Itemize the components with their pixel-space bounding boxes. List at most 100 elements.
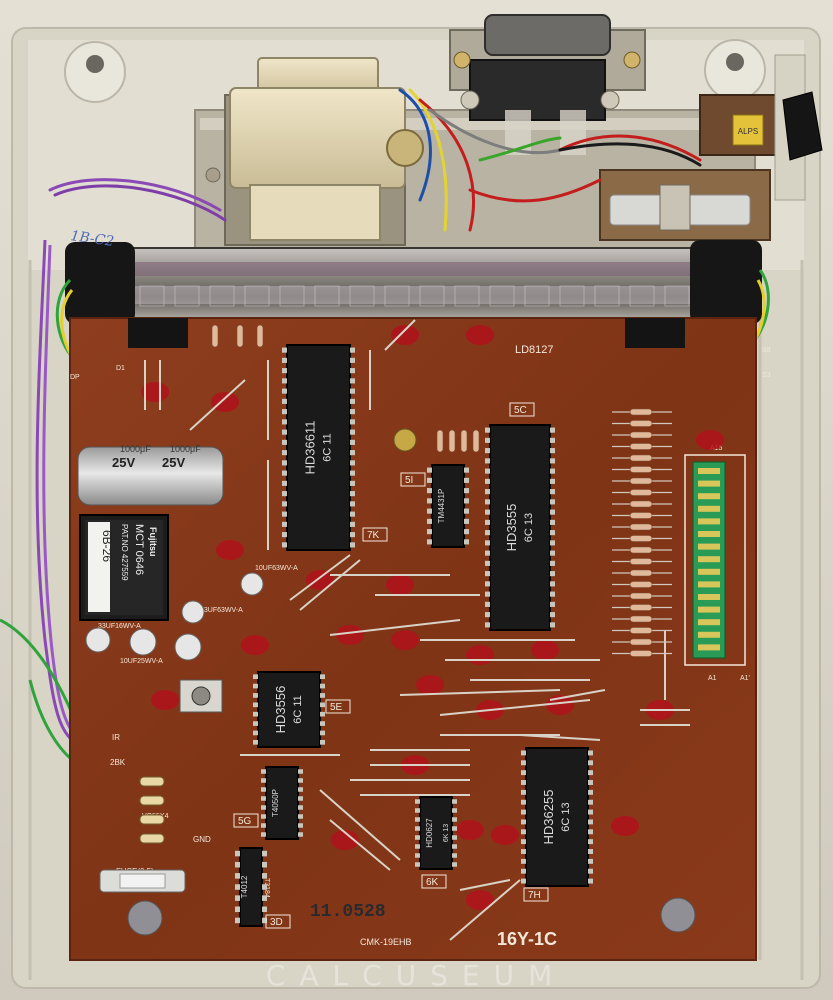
chip-pin bbox=[452, 817, 457, 822]
chip-part-label: T4012 bbox=[240, 875, 249, 898]
chip-pin bbox=[452, 808, 457, 813]
chip-pin bbox=[350, 501, 355, 507]
chip-pin bbox=[521, 868, 526, 874]
kb-pad bbox=[698, 556, 720, 563]
chip-pin bbox=[415, 799, 420, 804]
trimmer-knob bbox=[191, 686, 211, 706]
chip-pin bbox=[550, 530, 555, 536]
resin-blob bbox=[466, 890, 494, 910]
chip-pin bbox=[485, 519, 490, 525]
chip-pin bbox=[588, 819, 593, 825]
chip-pin bbox=[350, 388, 355, 394]
chip-pin bbox=[588, 789, 593, 795]
chip-pin bbox=[521, 858, 526, 864]
kb-pad bbox=[698, 480, 720, 487]
power-switch: ALPS bbox=[699, 54, 823, 201]
chip-label-text: 7K bbox=[367, 530, 380, 541]
chip-pin bbox=[550, 550, 555, 556]
mounting-boss-right bbox=[704, 39, 766, 101]
chip-pin bbox=[282, 450, 287, 456]
chip-pin bbox=[415, 862, 420, 867]
jumper-wire bbox=[299, 559, 361, 611]
kb-pad bbox=[698, 468, 720, 474]
label-ld: LD8127 bbox=[515, 344, 554, 356]
chip-pin bbox=[415, 853, 420, 858]
chip-pin bbox=[521, 849, 526, 854]
chip-pin bbox=[427, 498, 432, 504]
chip-body bbox=[257, 671, 321, 748]
resin-blob bbox=[241, 635, 269, 655]
label-model: CMK-19EHB bbox=[360, 937, 412, 947]
chip-pin bbox=[320, 721, 325, 726]
resistor bbox=[629, 500, 653, 508]
db-connector bbox=[449, 14, 646, 155]
chip-pin bbox=[521, 789, 526, 795]
chip-pin bbox=[521, 780, 526, 785]
chip-label-text: 5I bbox=[405, 475, 413, 486]
chip-pin bbox=[550, 468, 555, 474]
chip-part-label: HD0627 bbox=[425, 818, 434, 848]
resistor bbox=[629, 408, 653, 416]
vfd-digit bbox=[629, 285, 655, 307]
chip-pin bbox=[298, 796, 303, 801]
jumper-wire bbox=[329, 619, 461, 636]
chip-pin bbox=[550, 499, 555, 505]
chip-pin bbox=[415, 826, 420, 831]
vfd-digit bbox=[594, 285, 620, 307]
chip-pin bbox=[350, 409, 355, 415]
chip-pin bbox=[464, 539, 469, 545]
jumper-wire bbox=[459, 879, 511, 891]
chip-pin bbox=[261, 769, 266, 774]
chip-pin bbox=[253, 683, 258, 689]
chip-pin bbox=[235, 850, 240, 857]
resistor bbox=[460, 429, 468, 453]
chip-pin bbox=[521, 770, 526, 776]
resistor bbox=[629, 523, 653, 531]
chip-pin bbox=[282, 357, 287, 363]
chip-pin bbox=[485, 437, 490, 443]
chip-body bbox=[489, 424, 551, 631]
chip-pin bbox=[588, 750, 593, 756]
kb-pad bbox=[698, 631, 720, 638]
chip-label-box bbox=[509, 402, 535, 417]
chip-pin bbox=[253, 730, 258, 736]
chip-pin bbox=[485, 622, 490, 628]
chip-pin bbox=[427, 467, 432, 473]
display-socket-right bbox=[625, 318, 685, 348]
kb-pad bbox=[698, 505, 720, 512]
chip-pin bbox=[253, 674, 258, 680]
chip-pin bbox=[550, 560, 555, 566]
chip-label-text: 6K bbox=[426, 877, 439, 888]
label-s3: S3 bbox=[762, 372, 771, 379]
label-s8: S8 bbox=[762, 347, 771, 354]
chip-body bbox=[525, 747, 589, 887]
resin-blob bbox=[216, 540, 244, 560]
transformer bbox=[205, 57, 424, 246]
chip-pin bbox=[282, 419, 287, 425]
chip-pin bbox=[550, 591, 555, 597]
chip-pin bbox=[235, 884, 240, 890]
chip-label-box bbox=[400, 472, 426, 487]
chip-pin bbox=[521, 750, 526, 756]
chip-pin bbox=[550, 540, 555, 546]
vfd-digit bbox=[244, 285, 270, 307]
chip-pin bbox=[550, 509, 555, 515]
chip-pin bbox=[282, 439, 287, 445]
resistor bbox=[629, 546, 653, 554]
chip-pin bbox=[262, 861, 267, 868]
chip-pin bbox=[298, 823, 303, 828]
chip-pin bbox=[588, 839, 593, 845]
case-ribs bbox=[28, 260, 804, 980]
resin-blob bbox=[151, 690, 179, 710]
resin-blob bbox=[416, 675, 444, 695]
chip-pin bbox=[350, 429, 355, 435]
chip-pin bbox=[550, 458, 555, 464]
module-patent: PAT.NO 427559 bbox=[120, 524, 129, 581]
chip-pin bbox=[485, 478, 490, 484]
chip-pin bbox=[588, 849, 593, 854]
chip-pin bbox=[261, 787, 266, 792]
